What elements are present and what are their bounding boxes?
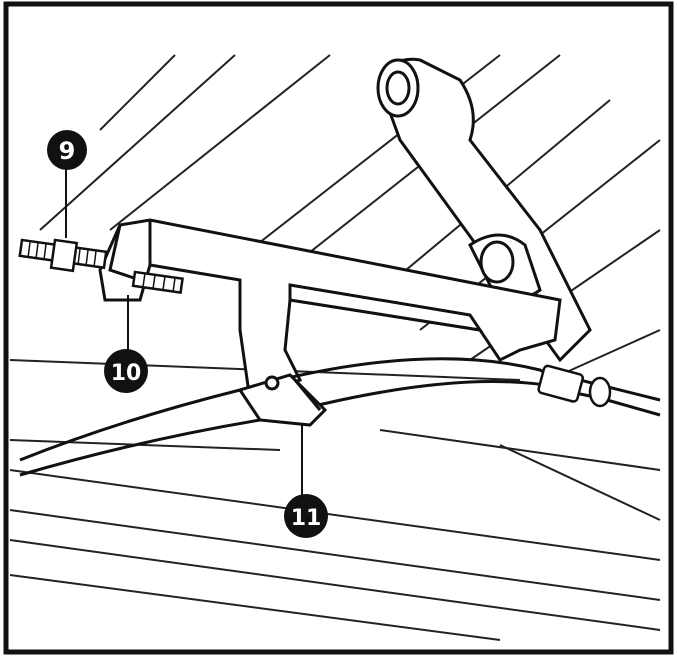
lock-rod bbox=[131, 270, 184, 294]
callout-11-label: 11 bbox=[291, 506, 322, 531]
callout-11: 11 bbox=[284, 494, 328, 538]
callout-10: 10 bbox=[104, 349, 148, 393]
callout-9: 9 bbox=[47, 130, 87, 170]
adjusting-nut bbox=[49, 238, 79, 273]
leader-lines bbox=[65, 168, 303, 498]
callout-10-label: 10 bbox=[111, 361, 142, 386]
cable-clip bbox=[237, 373, 328, 427]
threaded-rod bbox=[18, 238, 108, 273]
floor-panel-lines bbox=[9, 359, 661, 641]
cable-end-fitting bbox=[537, 364, 612, 408]
cable-bracket bbox=[98, 218, 562, 403]
callout-9-label: 9 bbox=[59, 137, 76, 165]
suspension-arm bbox=[376, 57, 592, 363]
